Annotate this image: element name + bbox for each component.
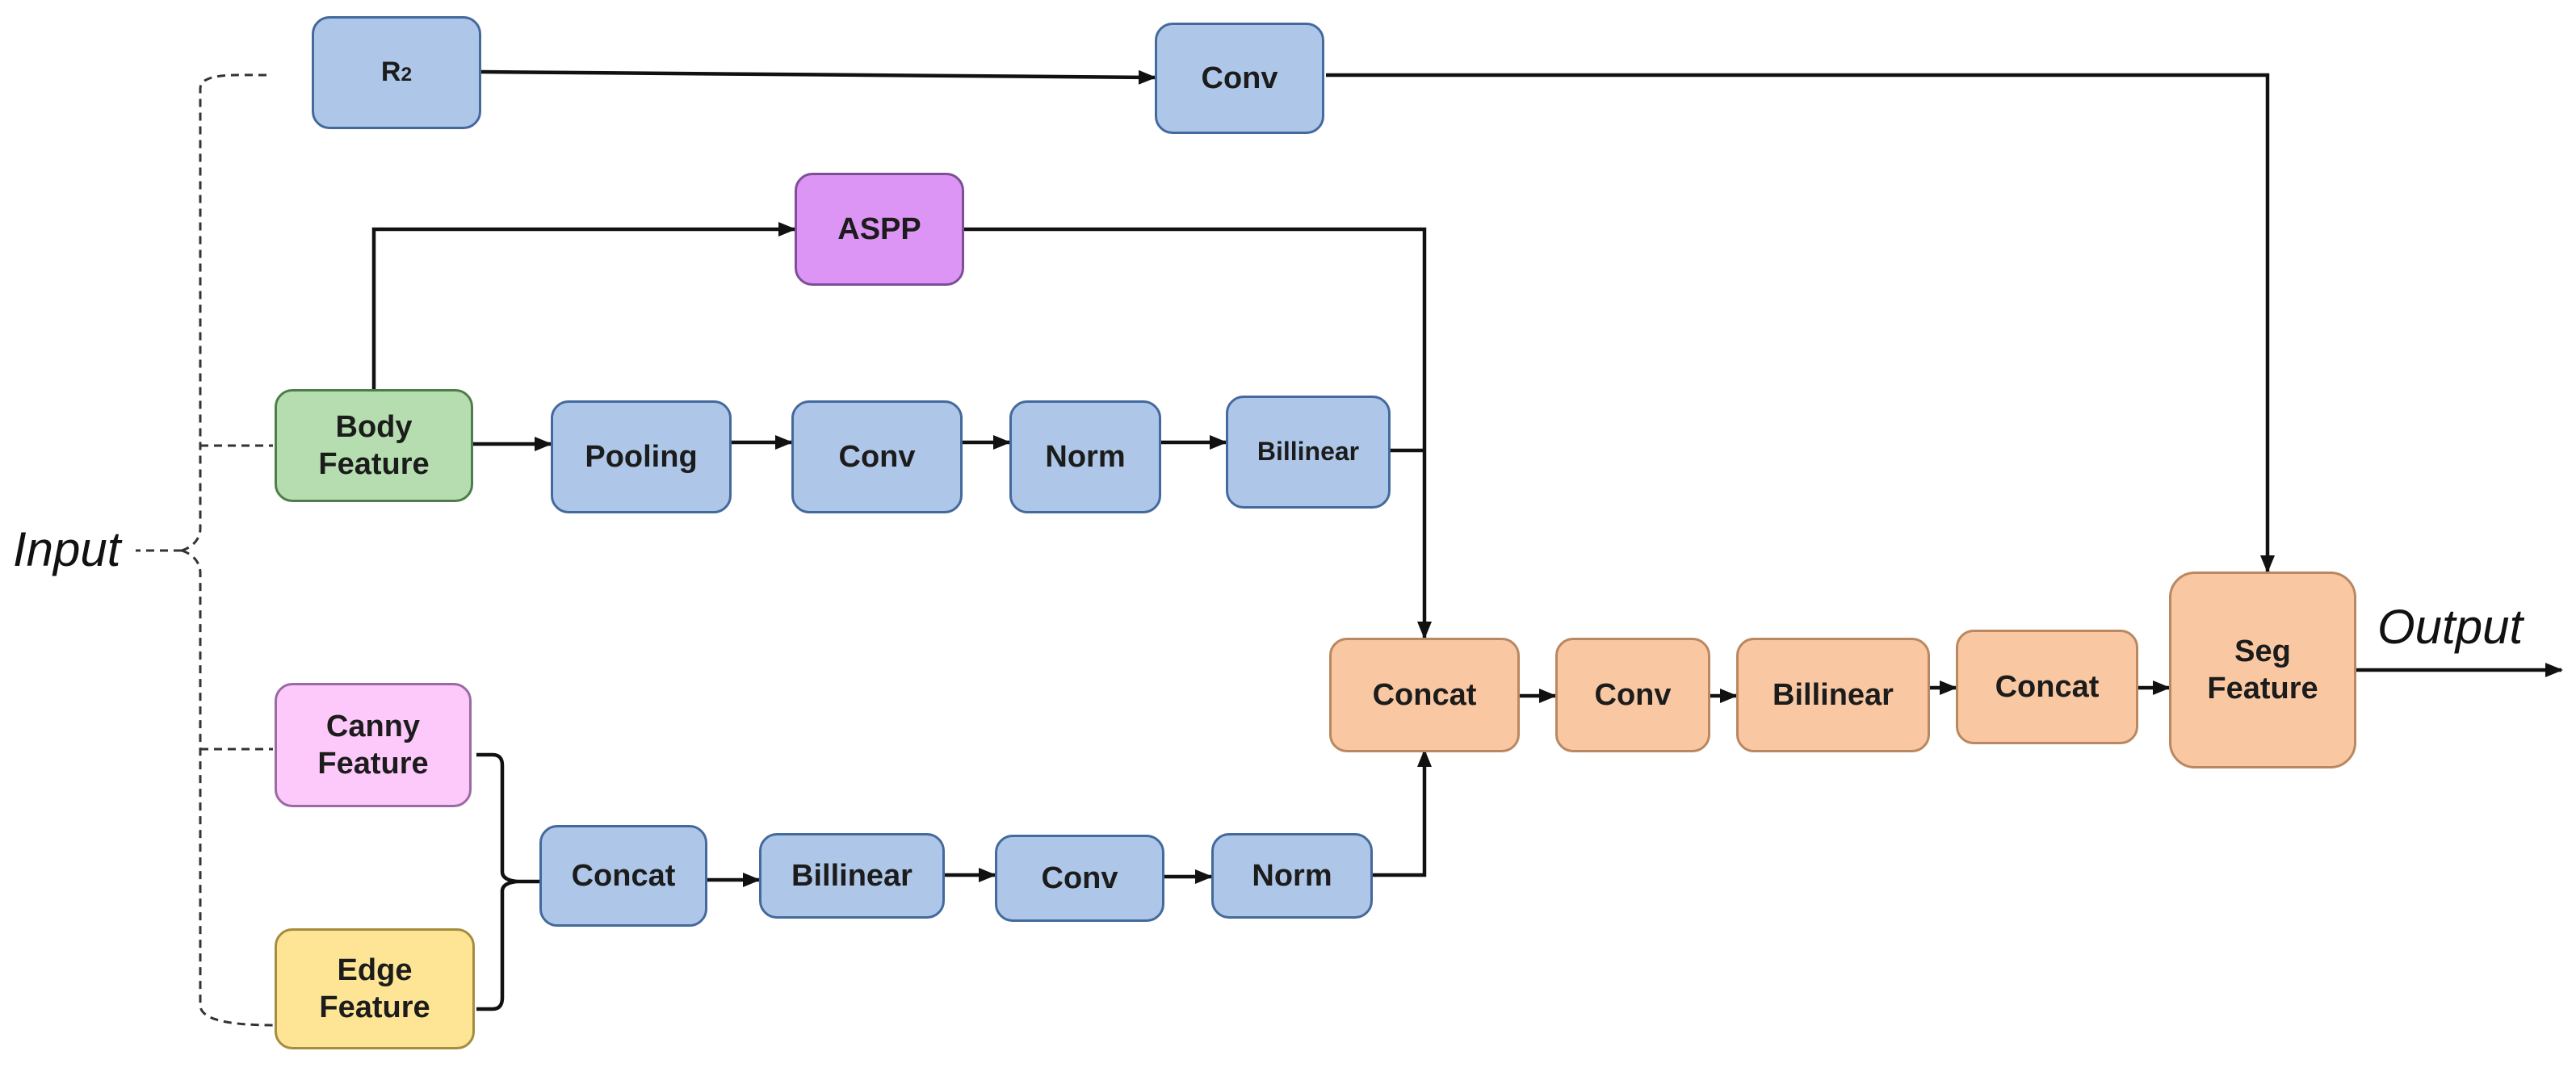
norm-mid-label: Norm [1045, 439, 1126, 474]
pooling-label: Pooling [585, 439, 698, 474]
conv-top-label: Conv [1201, 61, 1278, 95]
canny-feature-label: Canny Feature [317, 709, 429, 781]
body-feature-label: Body Feature [318, 409, 430, 481]
billinear-mid-label: Billinear [1257, 437, 1360, 467]
conv-mid-node: Conv [791, 400, 963, 513]
arrow-aspp-to-concat [963, 227, 1432, 639]
concat-b-label: Concat [1995, 669, 2100, 704]
billinear-low-node: Billinear [759, 833, 945, 919]
billinear-right-node: Billinear [1736, 638, 1930, 752]
r2-node: R2 [312, 16, 481, 129]
seg-feature-node: Seg Feature [2169, 572, 2356, 768]
arrow-conv-to-seg [1326, 73, 2275, 573]
input-label: Input [13, 522, 121, 576]
pooling-node: Pooling [551, 400, 732, 513]
arrow-r2-to-conv [480, 69, 1156, 85]
aspp-label: ASPP [837, 211, 921, 246]
r2-label: R2 [381, 56, 412, 89]
conv-right-label: Conv [1594, 677, 1672, 712]
output-label: Output [2377, 600, 2524, 654]
conv-low-node: Conv [995, 835, 1164, 922]
arrows [371, 69, 2563, 887]
aspp-node: ASPP [795, 173, 964, 286]
concat-a-label: Concat [1372, 677, 1477, 712]
arrow-body-to-aspp [371, 222, 796, 389]
r2-main: R [380, 57, 401, 88]
canny-feature-node: Canny Feature [275, 683, 472, 807]
seg-feature-label: Seg Feature [2207, 634, 2318, 706]
arrow-norm-to-concat [1373, 749, 1432, 877]
concat-low-label: Concat [571, 858, 676, 893]
conv-top-node: Conv [1155, 23, 1324, 134]
billinear-right-label: Billinear [1773, 677, 1894, 712]
concat-a-node: Concat [1329, 638, 1520, 752]
body-feature-node: Body Feature [275, 389, 473, 502]
edge-feature-node: Edge Feature [275, 928, 475, 1049]
norm-low-node: Norm [1211, 833, 1373, 919]
conv-mid-label: Conv [838, 439, 916, 474]
norm-mid-node: Norm [1009, 400, 1161, 513]
concat-low-node: Concat [539, 825, 707, 927]
conv-low-label: Conv [1041, 861, 1118, 895]
billinear-low-label: Billinear [791, 858, 913, 893]
norm-low-label: Norm [1252, 858, 1332, 893]
billinear-mid-node: Billinear [1226, 396, 1391, 509]
edge-feature-label: Edge Feature [319, 953, 430, 1024]
conv-right-node: Conv [1555, 638, 1710, 752]
concat-b-node: Concat [1956, 630, 2138, 744]
r2-subscript: 2 [401, 64, 413, 86]
input-bracket [136, 73, 275, 1027]
